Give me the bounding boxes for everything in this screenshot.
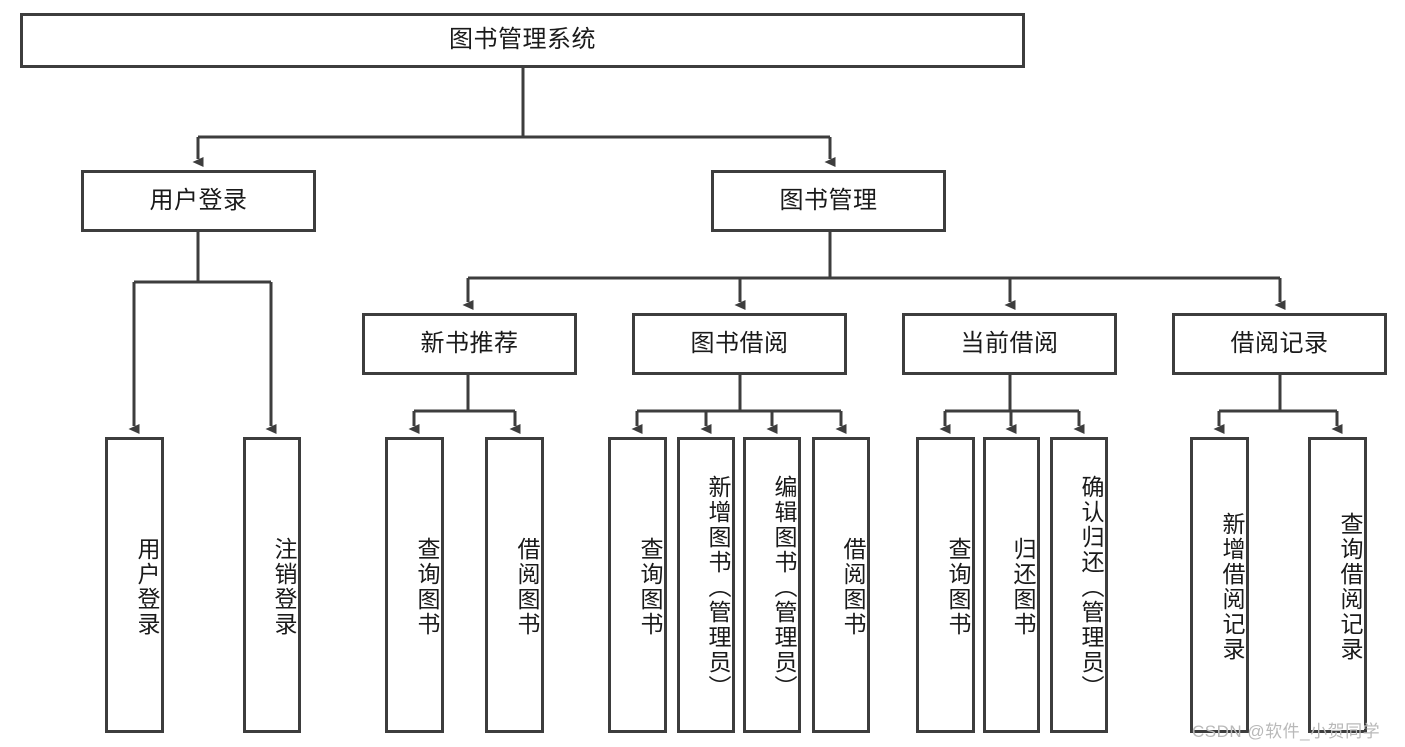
node-current-borrow-label: 当前借阅 (960, 329, 1059, 357)
leaf-confirm-return-admin[interactable]: 确认归还（管理员） (1050, 437, 1108, 733)
leaf-borrow-books-recommend[interactable]: 借阅图书 (485, 437, 544, 733)
leaf-query-books-current-label: 查询图书 (945, 537, 971, 637)
leaf-query-borrow-record[interactable]: 查询借阅记录 (1308, 437, 1367, 733)
node-new-book-recommend[interactable]: 新书推荐 (362, 313, 577, 375)
leaf-query-books-borrow[interactable]: 查询图书 (608, 437, 667, 733)
leaf-borrow-book[interactable]: 借阅图书 (812, 437, 870, 733)
leaf-logout[interactable]: 注销登录 (243, 437, 301, 733)
leaf-user-login[interactable]: 用户登录 (105, 437, 164, 733)
watermark: CSDN @软件_小贺同学 (1192, 722, 1381, 741)
node-current-borrow[interactable]: 当前借阅 (902, 313, 1117, 375)
leaf-borrow-books-recommend-label: 借阅图书 (514, 537, 540, 637)
node-root[interactable]: 图书管理系统 (20, 13, 1025, 68)
node-user-login[interactable]: 用户登录 (81, 170, 316, 232)
leaf-add-book-admin[interactable]: 新增图书（管理员） (677, 437, 735, 733)
leaf-query-books-borrow-label: 查询图书 (637, 537, 663, 637)
leaf-edit-book-admin-label: 编辑图书（管理员） (771, 474, 797, 700)
leaf-add-borrow-record-label: 新增借阅记录 (1219, 512, 1245, 662)
leaf-user-login-label: 用户登录 (134, 537, 160, 637)
leaf-return-book[interactable]: 归还图书 (983, 437, 1040, 733)
node-user-login-label: 用户登录 (149, 186, 248, 214)
node-new-book-recommend-label: 新书推荐 (420, 329, 519, 357)
leaf-logout-label: 注销登录 (271, 537, 297, 637)
leaf-add-book-admin-label: 新增图书（管理员） (705, 474, 731, 700)
node-borrow-records[interactable]: 借阅记录 (1172, 313, 1387, 375)
leaf-query-books-recommend[interactable]: 查询图书 (385, 437, 444, 733)
node-book-management[interactable]: 图书管理 (711, 170, 946, 232)
leaf-edit-book-admin[interactable]: 编辑图书（管理员） (743, 437, 801, 733)
node-book-borrow-label: 图书借阅 (690, 329, 789, 357)
node-book-management-label: 图书管理 (779, 186, 878, 214)
node-borrow-records-label: 借阅记录 (1230, 329, 1329, 357)
leaf-confirm-return-admin-label: 确认归还（管理员） (1078, 474, 1104, 700)
leaf-query-borrow-record-label: 查询借阅记录 (1337, 512, 1363, 662)
node-root-label: 图书管理系统 (449, 26, 596, 54)
leaf-borrow-book-label: 借阅图书 (840, 537, 866, 637)
leaf-return-book-label: 归还图书 (1010, 537, 1036, 637)
leaf-add-borrow-record[interactable]: 新增借阅记录 (1190, 437, 1249, 733)
leaf-query-books-current[interactable]: 查询图书 (916, 437, 975, 733)
leaf-query-books-recommend-label: 查询图书 (414, 537, 440, 637)
node-book-borrow[interactable]: 图书借阅 (632, 313, 847, 375)
